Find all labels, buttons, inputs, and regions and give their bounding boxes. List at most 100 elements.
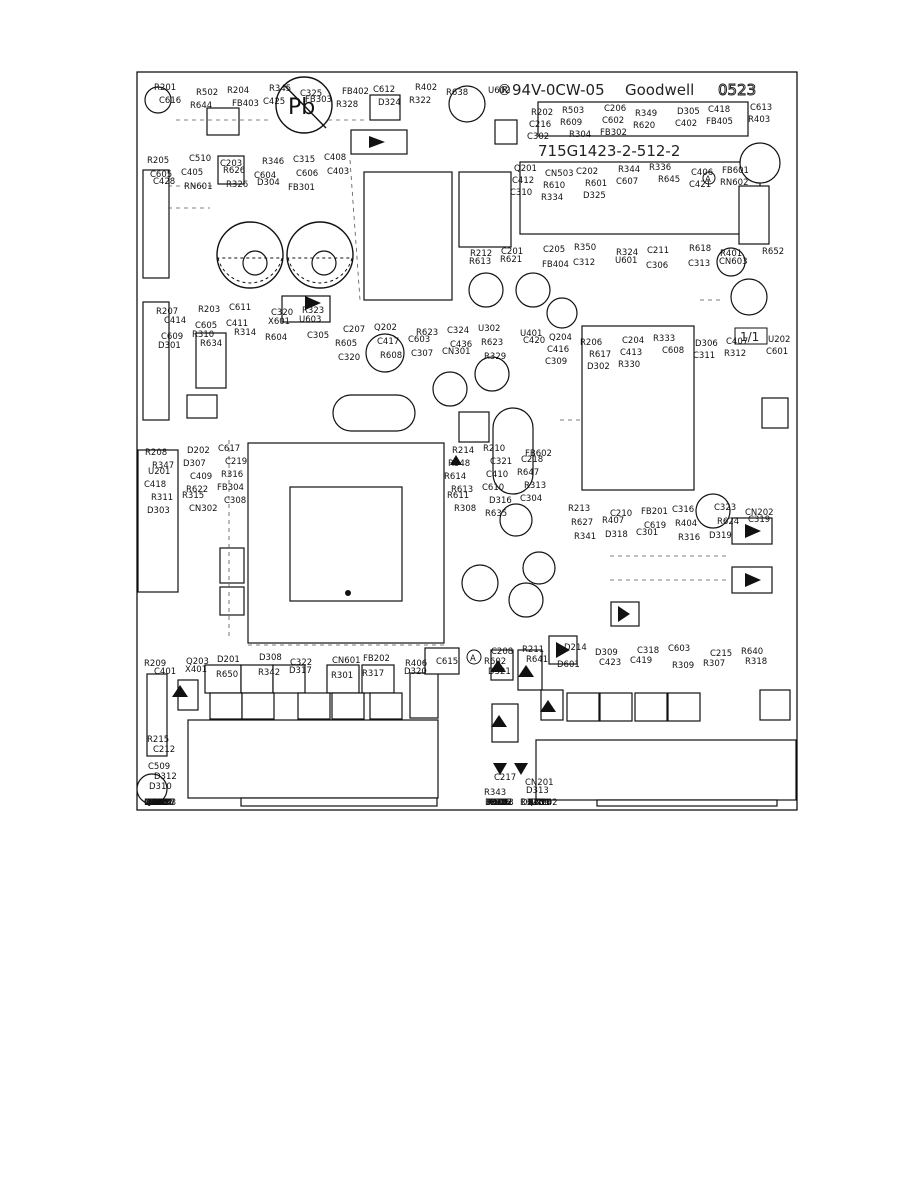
ref-label: D324 — [378, 98, 401, 108]
revision-mark: 1/1 — [734, 327, 768, 345]
ref-label: R207 — [156, 307, 178, 317]
ref-label: Q602 — [144, 798, 167, 808]
ref-label: D202 — [187, 446, 210, 456]
ref-label: R641 — [526, 655, 548, 665]
ref-label: R215 — [147, 735, 169, 745]
ref-label: C312 — [573, 258, 595, 268]
ref-label: R613 — [469, 257, 491, 267]
ref-label: D314 — [149, 798, 172, 808]
ref-label: C615 — [436, 657, 458, 667]
ref-label: C418 — [708, 105, 730, 115]
ref-label: C427 — [153, 798, 175, 808]
ref-label: R638 — [446, 88, 468, 98]
ref-label: R344 — [618, 165, 640, 175]
ref-label: C211 — [647, 246, 669, 256]
ref-label: R315 — [182, 491, 204, 501]
ref-label: D306 — [695, 339, 718, 349]
ref-label: R209 — [144, 659, 166, 669]
lead-free-text: Pb — [288, 95, 315, 120]
ref-label: C603 — [408, 335, 430, 345]
svg-text:A: A — [705, 175, 711, 185]
ref-label: C617 — [218, 444, 240, 454]
ref-label: R334 — [541, 193, 563, 203]
ref-label: C419 — [630, 656, 652, 666]
ref-label: CN601 — [332, 656, 361, 666]
ref-label: C619 — [644, 521, 666, 531]
ref-label: R301 — [331, 671, 353, 681]
ref-label: R407 — [602, 516, 624, 526]
ref-label: R406 — [405, 659, 427, 669]
small-component-group — [177, 94, 791, 743]
ref-label: C606 — [296, 169, 318, 179]
ref-label: C609 — [161, 332, 183, 342]
ref-label: C607 — [616, 177, 638, 187]
ref-label: C304 — [520, 494, 542, 504]
connector-cn301-tab — [596, 799, 778, 807]
ref-label: R602 — [484, 657, 506, 667]
ref-label: R347 — [152, 461, 174, 471]
crystal-x401 — [492, 407, 534, 495]
ref-label: D307 — [183, 459, 206, 469]
ref-label: R635 — [485, 509, 507, 519]
ref-label: R313 — [524, 481, 546, 491]
ref-label: D322 — [144, 798, 167, 808]
ref-label: FB601 — [722, 166, 749, 176]
ref-label: X601 — [268, 317, 290, 327]
ref-label: D323 — [491, 798, 514, 808]
ref-label: FB201 — [641, 507, 668, 517]
ref-label: C412 — [512, 176, 534, 186]
ref-label: R609 — [560, 118, 582, 128]
ref-label: C215 — [710, 649, 732, 659]
ref-label: C302 — [527, 132, 549, 142]
ref-label: C604 — [254, 171, 276, 181]
ref-label: U602 — [488, 86, 510, 96]
ref-label: R350 — [574, 243, 596, 253]
ref-label: R650 — [216, 670, 238, 680]
ref-label: C423 — [599, 658, 621, 668]
ref-label: C603 — [668, 644, 690, 654]
ref-label: D201 — [217, 655, 240, 665]
ref-label: C411 — [226, 319, 248, 329]
ref-label: R322 — [409, 96, 431, 106]
ref-label: R604 — [265, 333, 287, 343]
ref-label: R611 — [447, 491, 469, 501]
ref-label: C402 — [675, 119, 697, 129]
ref-label: D311 — [485, 798, 508, 808]
ref-label: CN503 — [545, 169, 574, 179]
ref-label: C410 — [486, 470, 508, 480]
ref-label: R308 — [454, 504, 476, 514]
ref-label: R333 — [653, 334, 675, 344]
ref-label: R312 — [724, 349, 746, 359]
ref-label: R302 — [490, 798, 512, 808]
ref-label: CN202 — [745, 508, 774, 518]
svg-text:1/1: 1/1 — [740, 330, 759, 344]
ref-label: R206 — [580, 338, 602, 348]
ref-label: R606 — [487, 798, 509, 808]
ref-label: C426 — [489, 798, 511, 808]
ref-label: D325 — [583, 191, 606, 201]
ref-label: C308 — [224, 496, 246, 506]
ref-label: R620 — [633, 121, 655, 131]
ref-label: C436 — [450, 340, 472, 350]
ref-label: C310 — [510, 188, 532, 198]
ref-label: D305 — [677, 107, 700, 117]
ref-label: C303 — [148, 798, 170, 808]
ref-label: R647 — [517, 468, 539, 478]
silkscreen-dashed-lines — [168, 119, 730, 646]
ref-label: C313 — [688, 259, 710, 269]
ic-u401 — [581, 325, 695, 491]
ref-label: R323 — [302, 306, 324, 316]
ref-label: R314 — [234, 328, 256, 338]
ref-label: C219 — [225, 457, 247, 467]
ref-label: R317 — [362, 669, 384, 679]
ref-label: D301 — [158, 341, 181, 351]
ref-label: D302 — [587, 362, 610, 372]
ref-label: D310 — [149, 782, 172, 792]
ref-label: R346 — [262, 157, 284, 167]
ref-label: C208 — [491, 647, 513, 657]
ic-u601-die — [289, 486, 403, 602]
ref-label: D321 — [488, 667, 511, 677]
ref-label: C422 — [147, 798, 169, 808]
ref-label: FB602 — [525, 449, 552, 459]
ref-label: D214 — [564, 643, 587, 653]
